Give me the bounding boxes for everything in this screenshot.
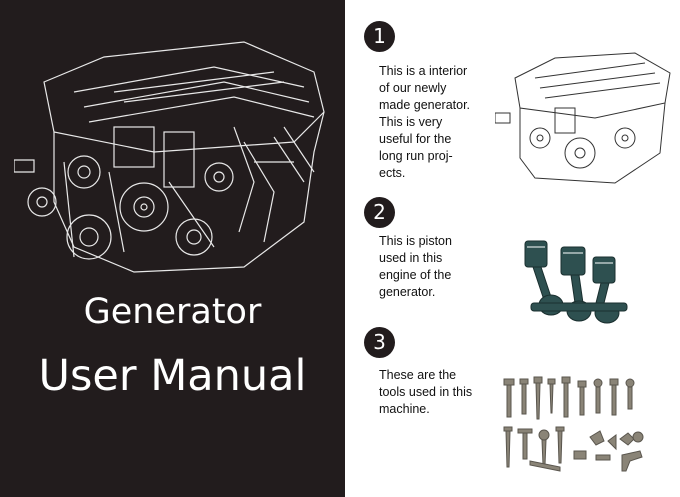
section-1-line: This is very: [379, 115, 443, 129]
engine-line-art: [14, 41, 325, 273]
section-1-line: ects.: [379, 166, 406, 180]
section-1-line: of our newly: [379, 81, 447, 95]
cover-panel: Generator User Manual: [0, 0, 345, 497]
section-3-line: These are the: [379, 368, 457, 382]
section-1-text: This is a interior of our newly made gen…: [379, 63, 499, 182]
section-2-line: used in this: [379, 251, 443, 265]
section-1-number: 1: [364, 21, 395, 52]
section-2-number: 2: [364, 197, 395, 228]
section-3-number: 3: [364, 327, 395, 358]
section-2-line: This is piston: [379, 234, 452, 248]
section-2-line: engine of the: [379, 268, 452, 282]
engine-sketch: [495, 52, 671, 184]
manual-title: Generator: [83, 292, 262, 332]
section-2-text: This is piston used in this engine of th…: [379, 233, 499, 301]
section-1-line: This is a interior: [379, 64, 468, 78]
section-1-line: long run proj-: [379, 149, 453, 163]
content-panel: 1 This is a interior of our newly made g…: [345, 0, 680, 497]
pistons-crankshaft-illustration: [524, 240, 628, 324]
section-3-text: These are the tools used in this machine…: [379, 367, 509, 418]
section-3-line: tools used in this: [379, 385, 473, 399]
section-2-line: generator.: [379, 285, 436, 299]
screws-and-bolts-illustration: [503, 376, 644, 472]
section-1-line: useful for the: [379, 132, 452, 146]
manual-subtitle: User Manual: [38, 351, 307, 401]
section-3-line: machine.: [379, 402, 430, 416]
section-1-line: made generator.: [379, 98, 471, 112]
